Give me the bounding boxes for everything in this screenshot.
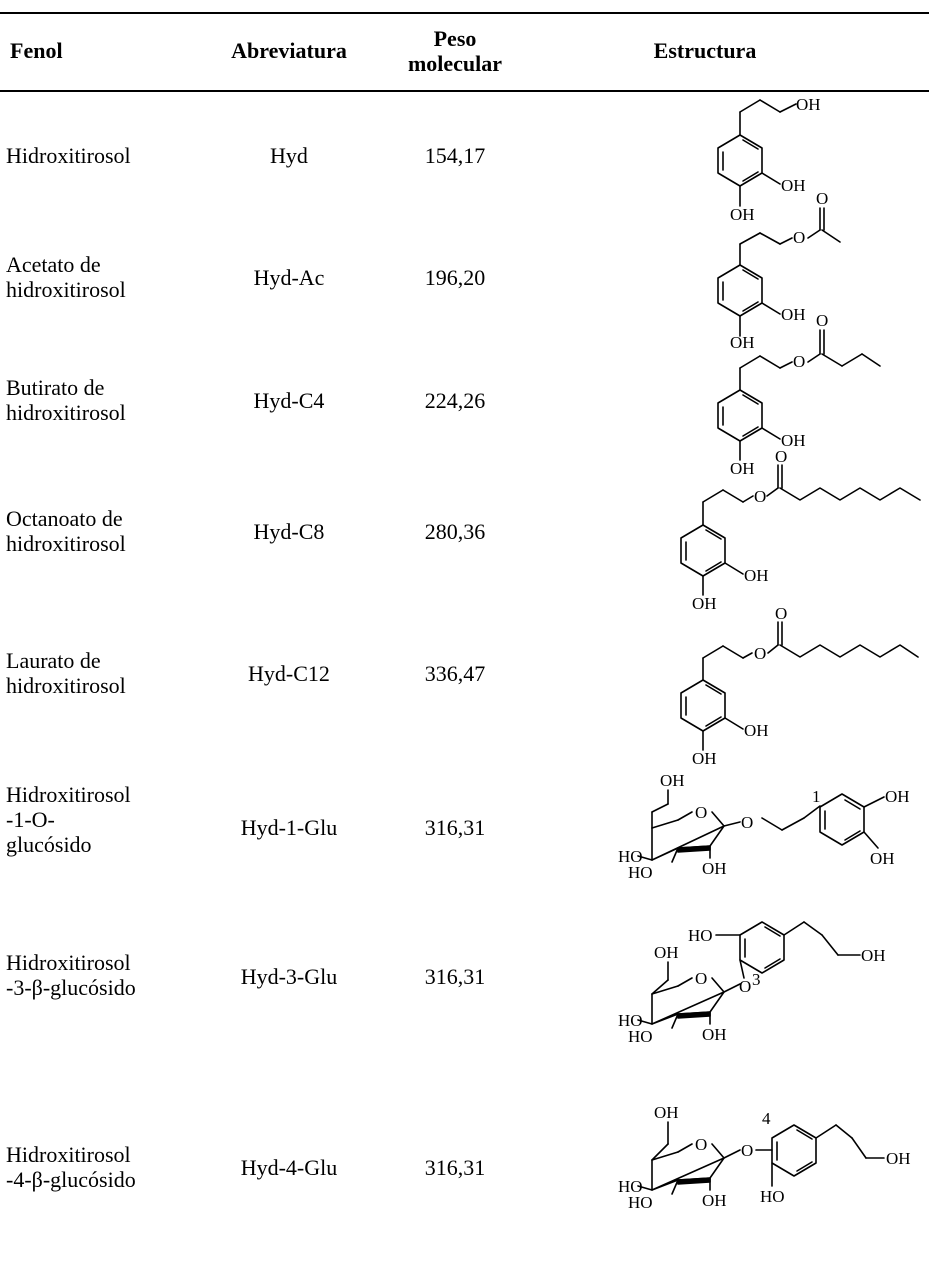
s3-o-carbonyl: O [816, 311, 828, 330]
s6-oh-ring: OH [702, 859, 727, 878]
s6-oh-ch2: OH [660, 771, 685, 790]
s8-oh-right: OH [886, 1149, 911, 1168]
s6-oh-right: OH [885, 787, 910, 806]
row-1-abbr: Hyd [270, 143, 308, 168]
row-2-mw: 196,20 [424, 265, 486, 290]
s5-o-ester: O [754, 644, 766, 663]
row-6-name: Hidroxitirosol-1-O-glucósido [6, 782, 131, 857]
header-abbreviation: Abreviatura [231, 38, 347, 63]
s8-oh-ch2: OH [654, 1103, 679, 1122]
structure-drawings: OH OH OH O O OH OH O O OH OH O O OH OH O… [618, 95, 921, 1212]
s8-o-glycosidic: O [741, 1141, 753, 1160]
row-1-name: Hidroxitirosol [6, 143, 131, 168]
s5-oh-right: OH [744, 721, 769, 740]
header-rule [0, 90, 929, 92]
s4-o-carbonyl: O [775, 447, 787, 466]
s7-position-3: 3 [752, 970, 761, 989]
s7-o-ring: O [695, 969, 707, 988]
row-5-mw: 336,47 [424, 661, 486, 686]
s7-oh-ch2: OH [654, 943, 679, 962]
header-phenol: Fenol [10, 38, 63, 63]
s6-ho-lower: HO [628, 863, 653, 882]
row-5-abbr: Hyd-C12 [248, 661, 330, 686]
s6-o-glycosidic: O [741, 813, 753, 832]
s1-oh-bottom: OH [730, 205, 755, 224]
s1-oh-top: OH [796, 95, 821, 114]
row-7-mw: 316,31 [424, 964, 486, 989]
s7-ho-lower: HO [628, 1027, 653, 1046]
row-7-name: Hidroxitirosol-3-β-glucósido [6, 950, 136, 1000]
row-6-mw: 316,31 [424, 815, 486, 840]
s8-ho-bottom: HO [760, 1187, 785, 1206]
s4-o-ester: O [754, 487, 766, 506]
structure-hyd-3-glu [637, 921, 861, 1029]
s7-oh-ring: OH [702, 1025, 727, 1044]
row-8-name: Hidroxitirosol-4-β-glucósido [6, 1142, 136, 1192]
s7-ho-top: HO [688, 926, 713, 945]
s8-ho-lower: HO [628, 1193, 653, 1212]
row-6-abbr: Hyd-1-Glu [240, 815, 338, 840]
s4-oh-right: OH [744, 566, 769, 585]
s8-oh-ring: OH [702, 1191, 727, 1210]
header-mw-line1: Peso [433, 26, 477, 51]
structure-hyd-c4 [717, 329, 881, 461]
s1-oh-right: OH [781, 176, 806, 195]
structure-column: OH OH OH O O OH OH O O OH OH O O OH OH O… [540, 0, 929, 1285]
s5-oh-bottom: OH [692, 749, 717, 768]
row-7-abbr: Hyd-3-Glu [240, 964, 338, 989]
row-4-mw: 280,36 [424, 519, 486, 544]
structure-hyd [717, 99, 797, 207]
s5-o-carbonyl: O [775, 604, 787, 623]
s4-oh-bottom: OH [692, 594, 717, 613]
s8-ho-left: HO [618, 1177, 643, 1196]
s2-o-ester: O [793, 228, 805, 247]
row-1-mw: 154,17 [424, 143, 486, 168]
s2-oh-right: OH [781, 305, 806, 324]
s2-o-carbonyl: O [816, 189, 828, 208]
structure-hyd-4-glu [637, 1121, 885, 1195]
top-rule [0, 12, 929, 14]
s8-o-ring: O [695, 1135, 707, 1154]
s6-position-1: 1 [812, 787, 821, 806]
s7-ho-left: HO [618, 1011, 643, 1030]
s3-o-ester: O [793, 352, 805, 371]
structure-hyd-c12 [680, 621, 919, 751]
s3-oh-bottom: OH [730, 459, 755, 478]
row-3-mw: 224,26 [424, 388, 486, 413]
row-2-abbr: Hyd-Ac [253, 265, 325, 290]
header-structure: Estructura [653, 38, 757, 63]
row-8-abbr: Hyd-4-Glu [240, 1155, 338, 1180]
s7-o-glycosidic: O [739, 977, 751, 996]
s6-o-ring: O [695, 803, 707, 822]
s8-position-4: 4 [762, 1109, 771, 1128]
structure-hyd-c8 [680, 464, 921, 596]
header-mw-line2: molecular [407, 51, 503, 76]
s7-oh-right: OH [861, 946, 886, 965]
row-4-abbr: Hyd-C8 [253, 519, 325, 544]
structure-hyd-1-glu [637, 789, 885, 863]
row-3-abbr: Hyd-C4 [253, 388, 325, 413]
s2-oh-bottom: OH [730, 333, 755, 352]
header-molecular-weight: Peso molecular [380, 26, 530, 76]
structure-hyd-ac [717, 207, 841, 337]
s6-oh-bottom: OH [870, 849, 895, 868]
s3-oh-right: OH [781, 431, 806, 450]
s6-ho-left: HO [618, 847, 643, 866]
row-8-mw: 316,31 [424, 1155, 486, 1180]
